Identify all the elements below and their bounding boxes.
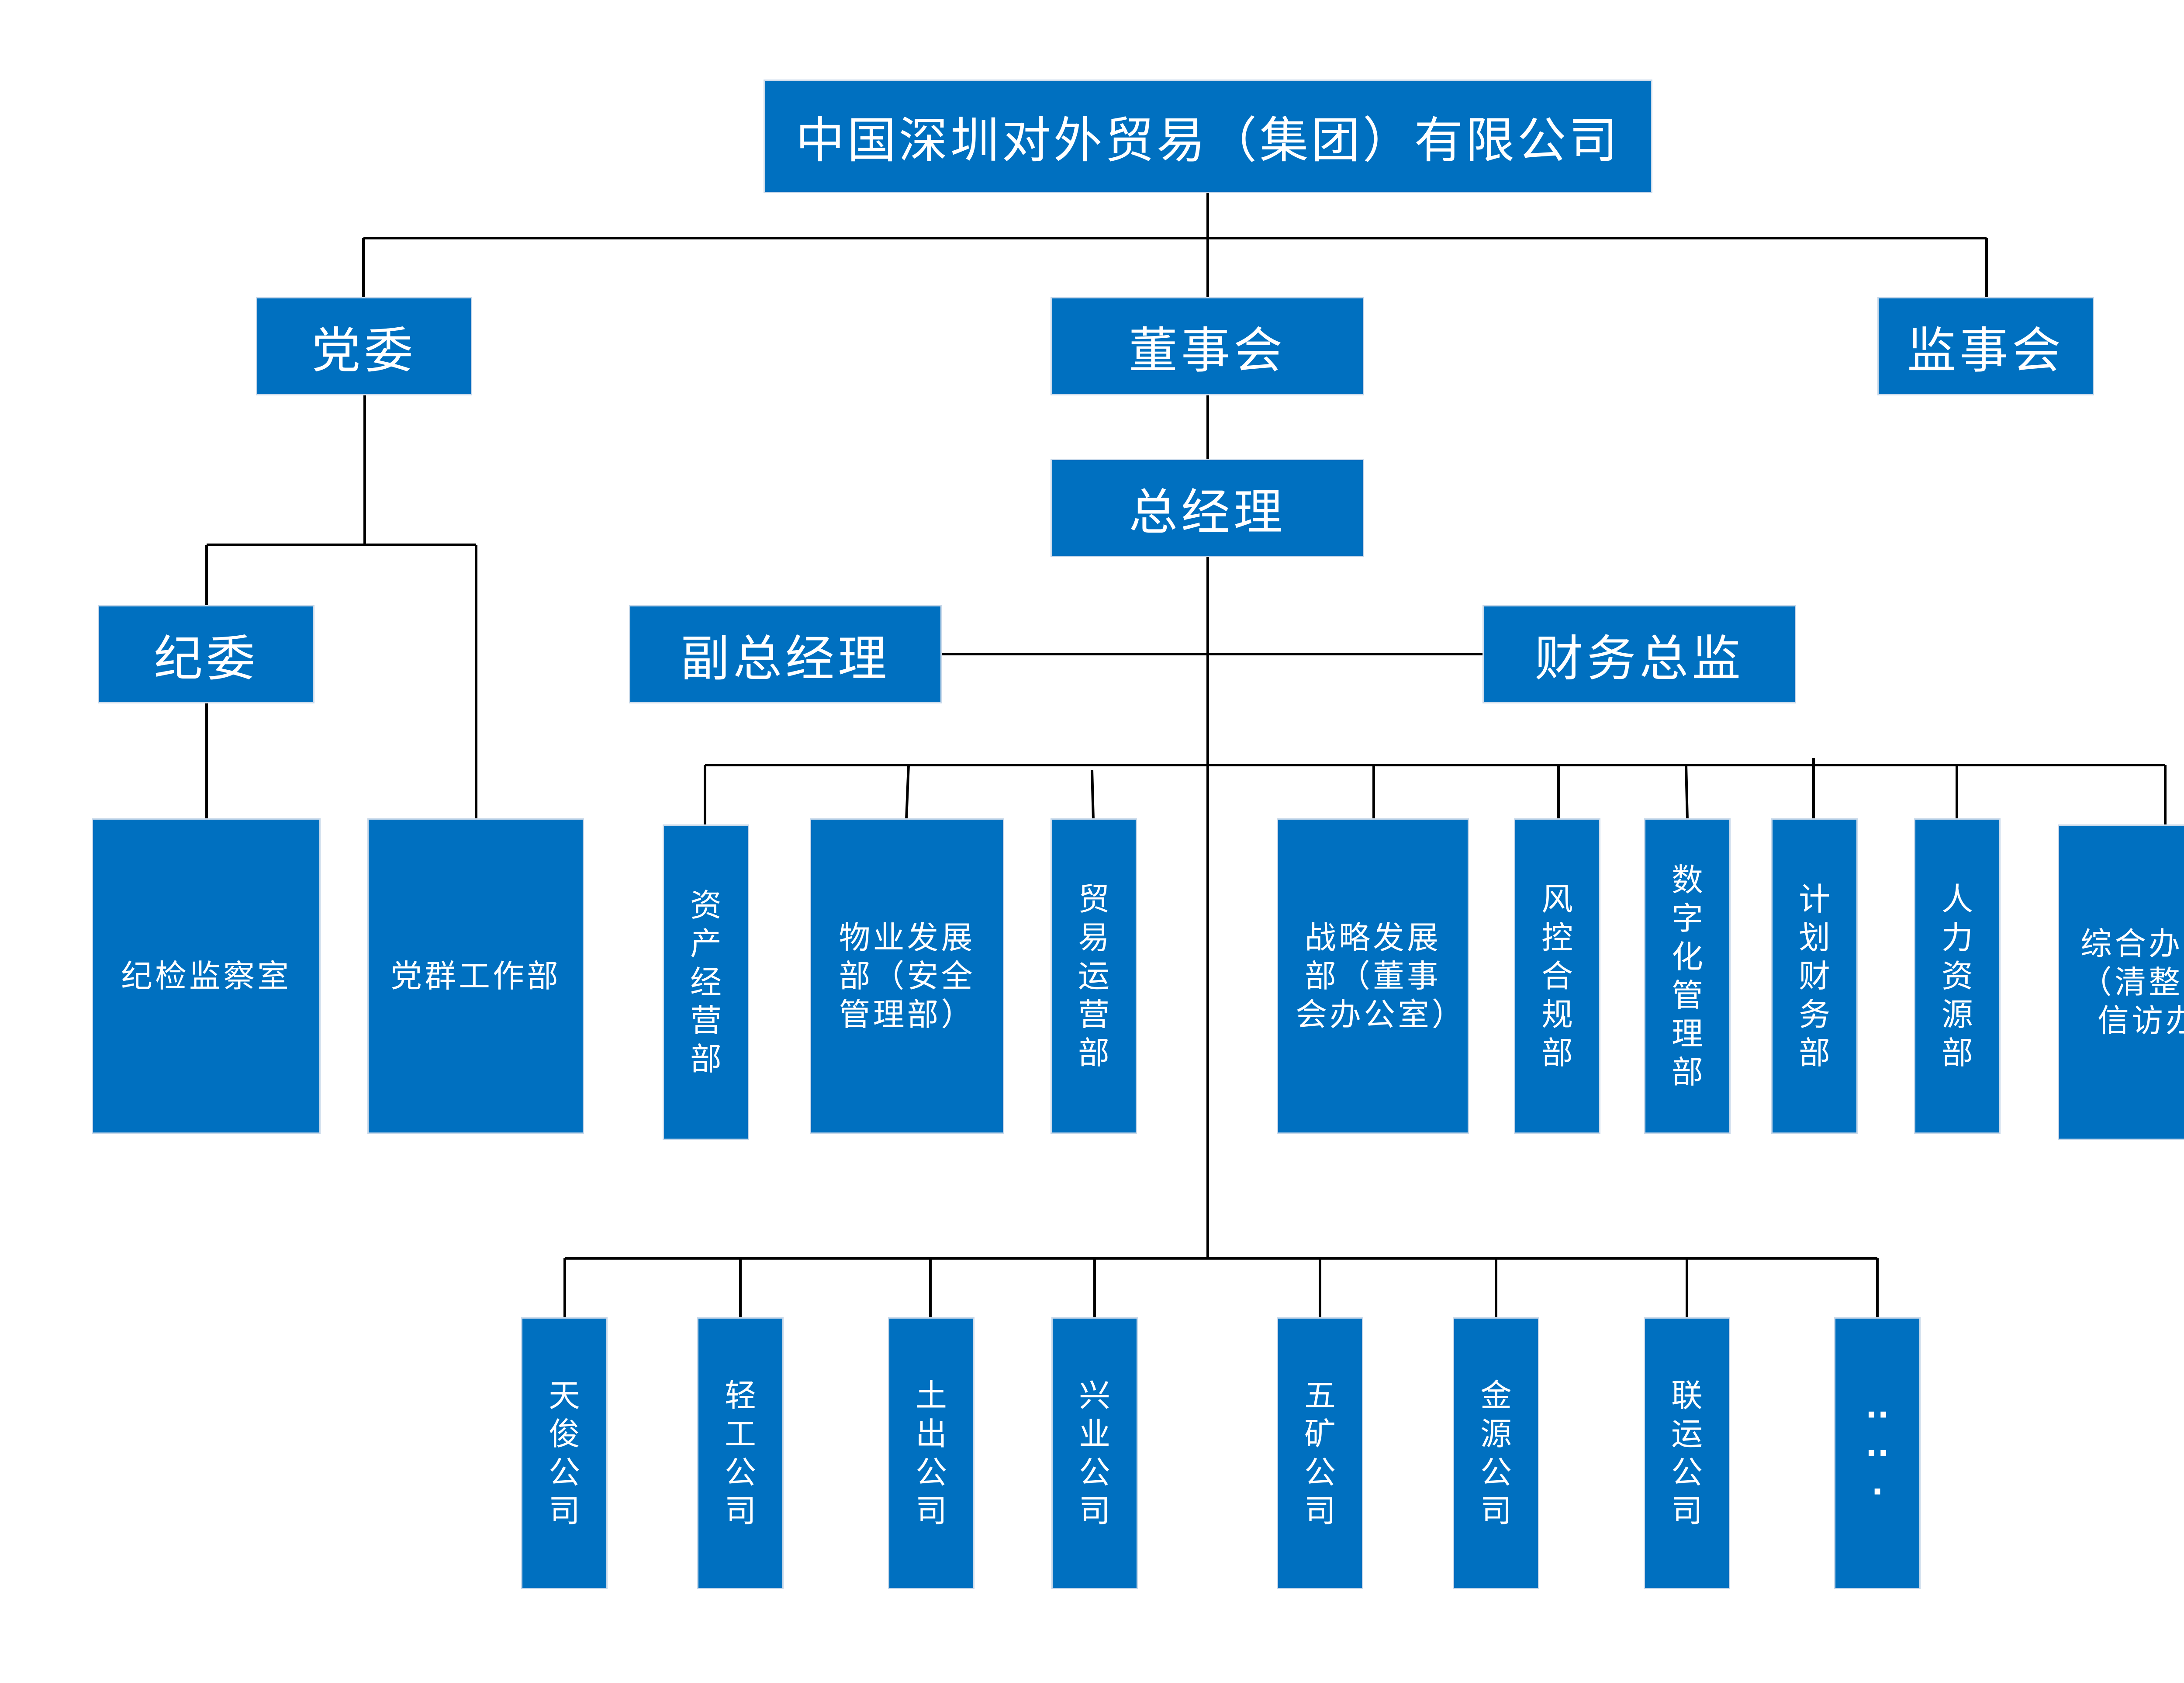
dept-label: 贸易运营部	[1078, 881, 1110, 1071]
dept-label: 风控合规部	[1541, 881, 1573, 1071]
subsidiary-tuchu: 土出公司	[888, 1317, 975, 1589]
dept-label: 资产经营部	[690, 887, 722, 1077]
subsidiary-label: 联运公司	[1671, 1377, 1703, 1529]
dept-property-development: 物业发展部（安全管理部）	[810, 818, 1004, 1134]
subsidiary-qinggong: 轻工公司	[697, 1317, 784, 1589]
subsidiary-jinyuan: 金源公司	[1453, 1317, 1539, 1589]
node-discipline-office: 纪检监察室	[92, 818, 321, 1134]
subsidiary-label: 天俊公司	[549, 1377, 581, 1529]
node-company: 中国深圳对外贸易（集团）有限公司	[764, 80, 1652, 193]
subsidiary-wukuang: 五矿公司	[1277, 1317, 1363, 1589]
dept-risk-compliance: 风控合规部	[1514, 818, 1600, 1134]
node-supervisory-board: 监事会	[1877, 297, 2094, 395]
node-deputy-gm: 副总经理	[629, 605, 942, 703]
node-cfo: 财务总监	[1482, 605, 1796, 703]
node-board: 董事会	[1051, 297, 1364, 395]
dept-asset-operation: 资产经营部	[663, 824, 749, 1140]
subsidiary-label: 五矿公司	[1304, 1377, 1336, 1529]
subsidiary-label: 金源公司	[1480, 1377, 1512, 1529]
dept-planning-finance: 计划财务部	[1771, 818, 1858, 1134]
dept-general-office: 综合办公室（清整办、信访办）	[2058, 824, 2184, 1140]
subsidiary-label: 轻工公司	[725, 1377, 757, 1529]
subsidiary-label: 兴业公司	[1079, 1377, 1111, 1529]
dept-label: 人力资源部	[1942, 881, 1973, 1071]
dept-human-resources: 人力资源部	[1914, 818, 2001, 1134]
subsidiary-more: ·····	[1834, 1317, 1921, 1589]
subsidiary-lianyun: 联运公司	[1644, 1317, 1730, 1589]
node-discipline-committee: 纪委	[98, 605, 314, 703]
dept-strategy-development: 战略发展部（董事会办公室）	[1277, 818, 1469, 1134]
node-party-committee: 党委	[256, 297, 472, 395]
subsidiary-label: ·····	[1865, 1396, 1890, 1510]
node-party-work-dept: 党群工作部	[367, 818, 584, 1134]
dept-trade-operation: 贸易运营部	[1051, 818, 1137, 1134]
dept-label: 计划财务部	[1799, 881, 1831, 1071]
node-general-manager: 总经理	[1051, 459, 1364, 557]
dept-label: 数字化管理部	[1672, 862, 1704, 1091]
subsidiary-xingye: 兴业公司	[1051, 1317, 1138, 1589]
dept-digital-management: 数字化管理部	[1644, 818, 1731, 1134]
subsidiary-label: 土出公司	[916, 1377, 947, 1529]
subsidiary-tianjun: 天俊公司	[521, 1317, 608, 1589]
